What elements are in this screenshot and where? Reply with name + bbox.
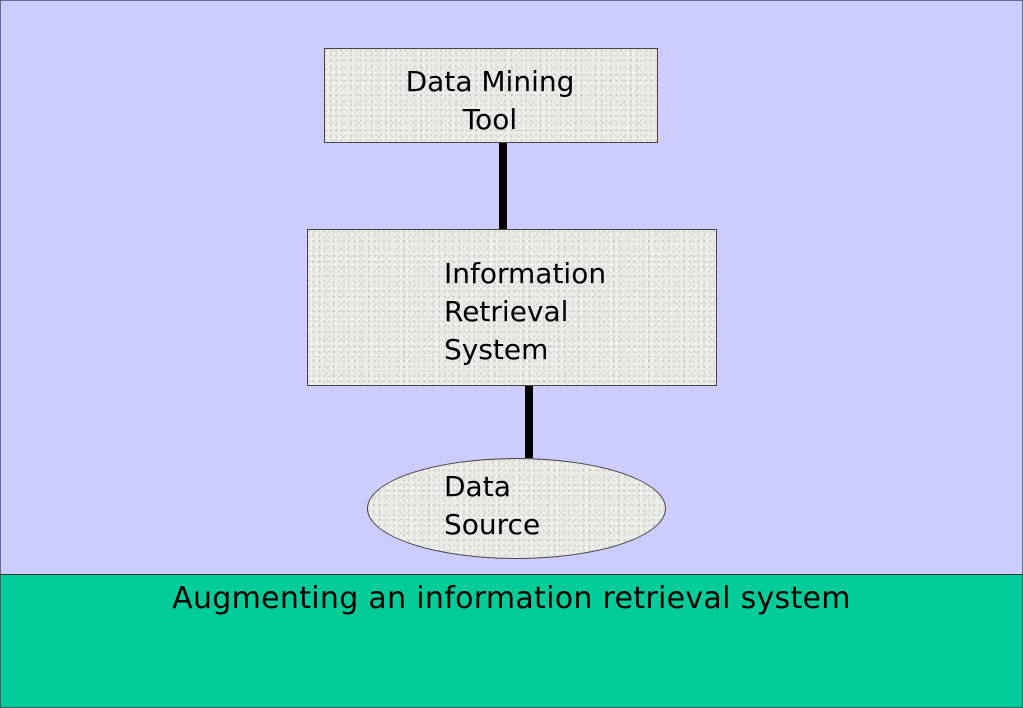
- data-source-label: Data Source: [444, 468, 540, 544]
- data-source-label-line-2: Source: [444, 508, 541, 541]
- data-mining-tool-label-line-1: Data Mining: [405, 65, 575, 98]
- data-mining-tool-label: Data Mining Tool: [325, 63, 655, 139]
- information-retrieval-system-box: Information Retrieval System: [307, 229, 717, 386]
- data-source-label-line-1: Data: [444, 470, 511, 503]
- information-retrieval-system-label-line-3: System: [444, 333, 549, 366]
- data-mining-tool-box: Data Mining Tool: [324, 48, 658, 143]
- connector-mining-to-ir: [499, 143, 507, 229]
- caption-text: Augmenting an information retrieval syst…: [172, 581, 851, 616]
- information-retrieval-system-label: Information Retrieval System: [444, 255, 606, 369]
- data-mining-tool-label-line-2: Tool: [462, 103, 518, 136]
- diagram-canvas: Data Mining Tool Information Retrieval S…: [0, 0, 1023, 576]
- caption-bar: Augmenting an information retrieval syst…: [0, 574, 1023, 708]
- connector-ir-to-source: [525, 386, 533, 458]
- information-retrieval-system-label-line-2: Retrieval: [444, 295, 569, 328]
- data-source-ellipse: Data Source: [367, 458, 666, 559]
- information-retrieval-system-label-line-1: Information: [444, 257, 607, 290]
